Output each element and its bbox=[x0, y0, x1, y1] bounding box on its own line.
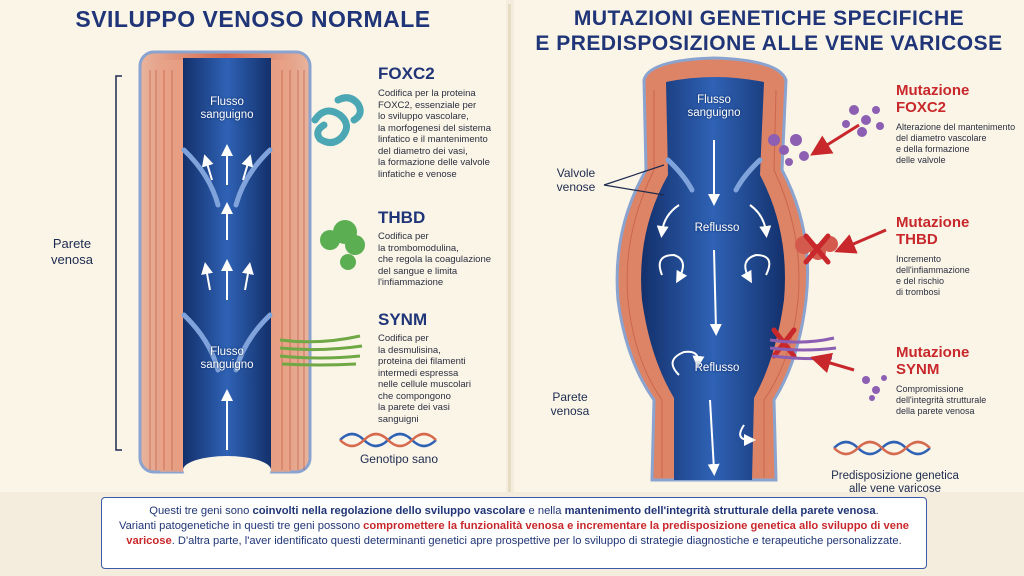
mutation-thbd-desc: Incremento dell'infiammazione e del risc… bbox=[896, 254, 970, 297]
synm-fiber-icon bbox=[279, 334, 363, 367]
gene-synm-desc: Codifica per la desmulisina, proteina de… bbox=[378, 333, 471, 425]
foxc2-protein-icon bbox=[311, 94, 364, 146]
footer-text-6: Varianti patogenetiche in questi tre gen… bbox=[118, 520, 364, 532]
gene-thbd-desc: Codifica per la trombomodulina, che rego… bbox=[378, 231, 492, 288]
dna-helix-icon bbox=[339, 432, 437, 448]
mutated-foxc2-icon bbox=[768, 105, 884, 166]
right-title: MUTAZIONI GENETICHE SPECIFICHE E PREDISP… bbox=[514, 6, 1024, 56]
left-parete-label: Parete venosa bbox=[51, 236, 93, 267]
gene-foxc2-name: FOXC2 bbox=[378, 64, 435, 83]
predisposition-label: Predisposizione genetica alle vene varic… bbox=[831, 470, 959, 495]
right-title-line1: MUTAZIONI GENETICHE SPECIFICHE bbox=[573, 7, 965, 30]
footer-text-1: Questi tre geni sono bbox=[149, 505, 253, 517]
right-flow-label: Flusso sanguigno bbox=[687, 94, 741, 119]
gene-foxc2-desc: Codifica per la proteina FOXC2, essenzia… bbox=[378, 88, 491, 180]
right-title-line2: E PREDISPOSIZIONE ALLE VENE VARICOSE bbox=[535, 32, 1003, 55]
footer-text-7: compromettere la funzionalità venosa e i… bbox=[126, 520, 910, 547]
gene-synm-name: SYNM bbox=[378, 310, 428, 329]
valves-label: Valvole venose bbox=[556, 166, 596, 194]
footer-text-4: mantenimento dell'integrità strutturale … bbox=[564, 505, 876, 517]
left-title: SVILUPPO VENOSO NORMALE bbox=[75, 6, 431, 32]
gene-thbd-name: THBD bbox=[378, 208, 426, 227]
mutated-dna-helix-icon bbox=[833, 440, 931, 456]
mutation-synm-desc: Compromissione dell'integrità struttural… bbox=[896, 384, 987, 416]
footer-text-3: e nella bbox=[525, 505, 565, 517]
footer-text-2: coinvolti nella regolazione dello svilup… bbox=[252, 505, 526, 517]
right-parete-label: Parete venosa bbox=[550, 390, 590, 418]
mutation-foxc2-desc: Alterazione del mantenimento del diametr… bbox=[896, 122, 1016, 165]
reflux-label-2: Reflusso bbox=[694, 362, 740, 374]
normal-vein-diagram bbox=[115, 50, 437, 484]
mutated-synm-icon bbox=[769, 336, 837, 361]
left-flow-top-label: Flusso sanguigno bbox=[200, 96, 254, 121]
footer-summary: Questi tre geni sono coinvolti nella reg… bbox=[101, 497, 927, 569]
varicose-vein-diagram bbox=[603, 56, 931, 482]
panel-divider bbox=[508, 4, 511, 492]
footer-text-5: . bbox=[875, 505, 879, 517]
mutation-scatter-icon bbox=[862, 375, 887, 401]
thbd-protein-icon bbox=[320, 220, 365, 270]
reflux-label-1: Reflusso bbox=[694, 222, 740, 234]
footer-text-8: . D'altra parte, l'aver identificato que… bbox=[171, 535, 902, 547]
genotype-label: Genotipo sano bbox=[359, 452, 439, 466]
left-flow-bottom-label: Flusso sanguigno bbox=[200, 346, 254, 371]
